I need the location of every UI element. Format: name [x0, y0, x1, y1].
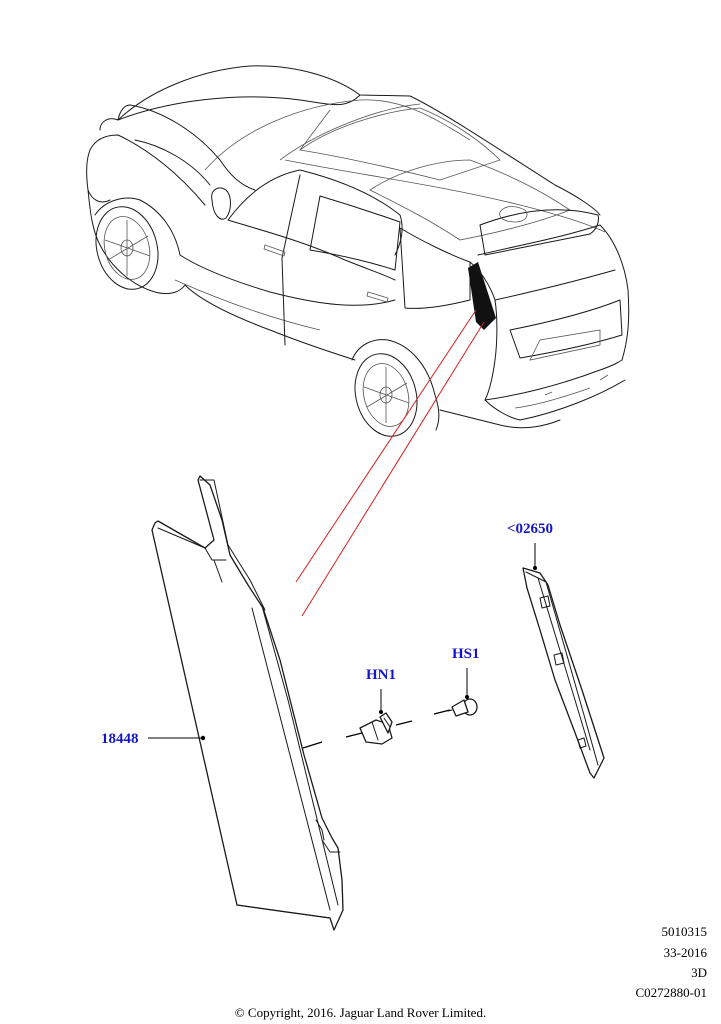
callout-18448: 18448 [101, 731, 139, 747]
trim-panel-18448 [151, 475, 344, 931]
indicator-line [301, 321, 485, 617]
vehicle-illustration [86, 65, 630, 437]
ref-line-3: 3D [691, 965, 707, 980]
indicator-line [295, 309, 477, 583]
callout-02650: <02650 [507, 521, 554, 537]
leader-lines [148, 543, 537, 749]
fastener-hs1 [447, 698, 478, 717]
callout-hs1: HS1 [452, 646, 480, 662]
ref-line-1: 5010315 [661, 924, 708, 939]
bracket-02650 [522, 567, 605, 779]
ref-line-2: 33-2016 [663, 945, 707, 960]
ref-line-4: C0272880-01 [635, 985, 708, 1000]
d-pillar-highlight [468, 262, 496, 330]
callout-hn1: HN1 [366, 667, 396, 683]
copyright-notice: © Copyright, 2016. Jaguar Land Rover Lim… [234, 1005, 487, 1020]
fastener-hn1 [359, 712, 393, 745]
